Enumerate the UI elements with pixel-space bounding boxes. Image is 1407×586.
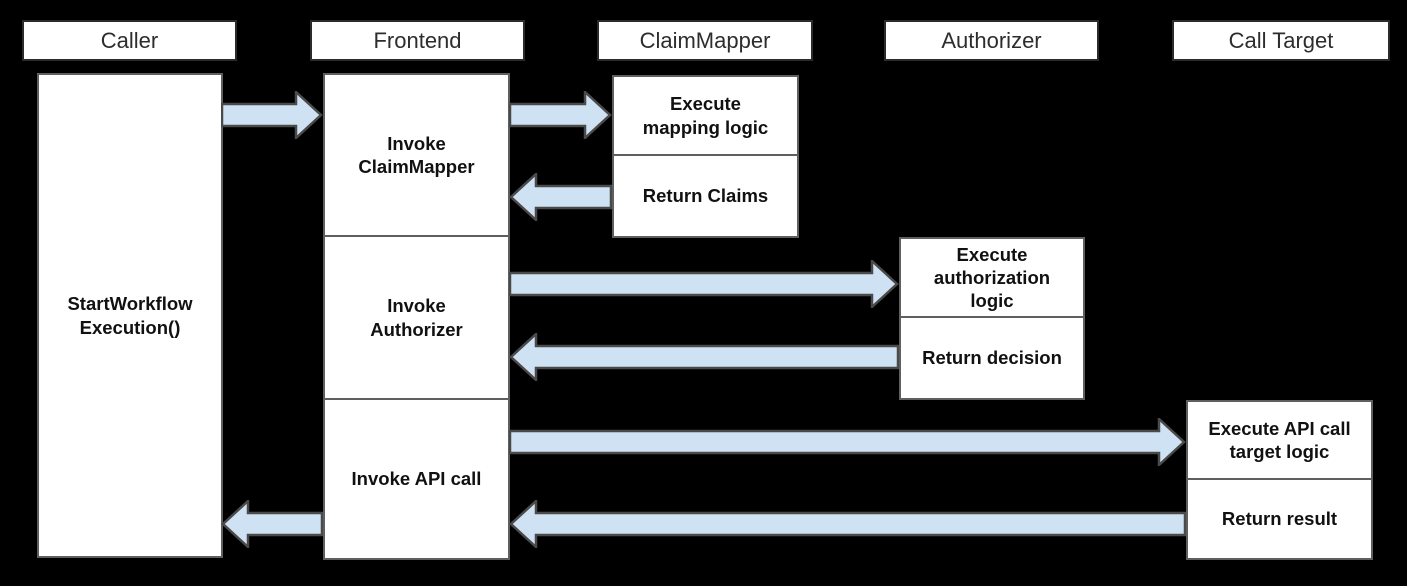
node-startworkflow-execution: StartWorkflow Execution() [37,73,223,558]
column-header-caller: Caller [22,20,237,61]
node-return-result: Return result [1186,478,1373,560]
column-header-frontend: Frontend [310,20,525,61]
node-execute-api-call-target-logic: Execute API call target logic [1186,400,1373,480]
node-return-claims: Return Claims [612,154,799,238]
column-header-claimmapper: ClaimMapper [597,20,813,61]
node-invoke-claimmapper: Invoke ClaimMapper [323,73,510,237]
node-execute-mapping-logic: Execute mapping logic [612,75,799,156]
arrow-frontend-to-call-target [509,418,1186,466]
arrow-frontend-to-authorizer [509,260,899,308]
column-header-authorizer: Authorizer [884,20,1099,61]
node-return-decision: Return decision [899,316,1085,400]
arrow-caller-to-frontend [221,91,323,139]
arrow-claimmapper-return-to-frontend [509,173,612,221]
column-header-call-target: Call Target [1172,20,1390,61]
arrow-authorizer-return-to-frontend [509,333,899,381]
arrow-frontend-to-claimmapper [509,91,612,139]
node-execute-authorization-logic: Execute authorization logic [899,237,1085,318]
node-invoke-authorizer: Invoke Authorizer [323,235,510,400]
arrow-call-target-return-to-frontend [509,500,1186,548]
arrow-frontend-return-to-caller [221,500,323,548]
node-invoke-api-call: Invoke API call [323,398,510,560]
